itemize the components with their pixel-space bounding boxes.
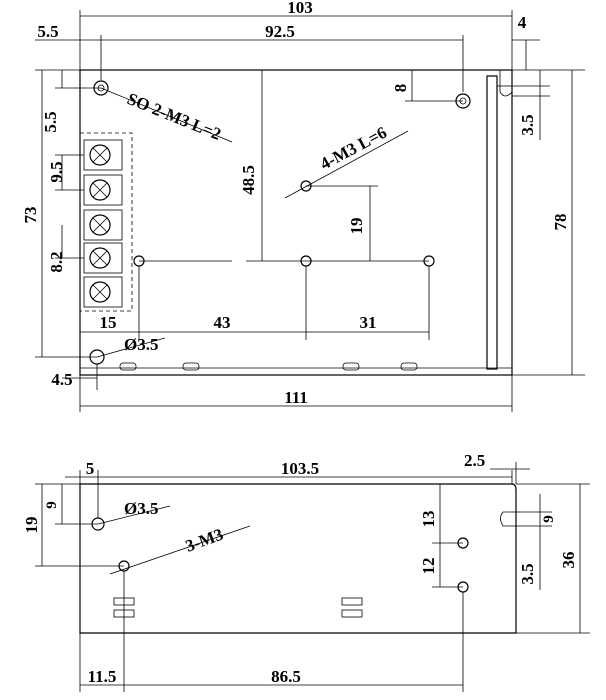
label-3m3: 3-M3 <box>183 525 226 556</box>
bottom-slot-3 <box>342 362 360 371</box>
bottom-slot-1 <box>119 362 137 371</box>
dim-15: 15 <box>100 313 117 332</box>
side-view: 5 103.5 2.5 19 9 Ø3.5 3-M3 13 12 <box>22 451 590 692</box>
dim-78: 78 <box>551 214 570 231</box>
terminal-block <box>79 132 133 312</box>
dim-3-5-side: 3.5 <box>518 563 537 584</box>
vent-slot <box>341 609 363 618</box>
dim-5: 5 <box>86 459 95 478</box>
side-plate-outline <box>79 483 517 634</box>
terminal-screw-icon <box>83 174 123 206</box>
vent-slot <box>341 597 363 606</box>
terminal-screw-icon <box>83 276 123 308</box>
right-flange <box>486 75 498 370</box>
leader-4m3 <box>284 130 409 199</box>
dim-4-5: 4.5 <box>51 370 72 389</box>
label-4m3: 4-M3 L=6 <box>317 123 390 174</box>
dim-4: 4 <box>518 13 527 32</box>
bottom-slot-2 <box>182 362 200 371</box>
dim-5-5-left: 5.5 <box>37 22 58 41</box>
bottom-slot-4 <box>400 362 418 371</box>
dim-8-2: 8.2 <box>47 251 66 272</box>
dim-11-5: 11.5 <box>88 667 117 686</box>
dim-103: 103 <box>287 0 313 17</box>
dim-111: 111 <box>284 388 308 407</box>
dim-43: 43 <box>214 313 231 332</box>
terminal-screw-icon <box>83 242 123 274</box>
dim-19-side: 19 <box>22 517 41 534</box>
dim-36: 36 <box>559 552 578 569</box>
side-slot <box>500 511 516 527</box>
label-so-screw: SO 2-M3 L=2 <box>125 89 224 144</box>
dim-8: 8 <box>391 84 410 93</box>
dim-48-5: 48.5 <box>239 165 258 195</box>
slot-top-right <box>499 70 513 97</box>
dim-9-right: 9 <box>541 515 557 523</box>
dim-9-5: 9.5 <box>47 161 66 182</box>
dim-hole-dia-top: Ø3.5 <box>124 335 158 354</box>
dim-92-5: 92.5 <box>265 22 295 41</box>
leader-3m3 <box>109 525 251 575</box>
dim-12: 12 <box>419 558 438 575</box>
dim-hole-dia-side: Ø3.5 <box>124 499 158 518</box>
dim-3-5-slot: 3.5 <box>518 114 537 135</box>
dim-103-5: 103.5 <box>281 459 319 478</box>
terminal-screw-icon <box>83 209 123 241</box>
top-view: 103 92.5 5.5 4 8 3.5 5.5 9.5 <box>21 0 585 412</box>
leader-so-screw <box>100 87 233 143</box>
dim-9-left: 9 <box>44 501 60 509</box>
dim-2-5: 2.5 <box>464 451 485 470</box>
dim-19-top: 19 <box>347 218 366 235</box>
dim-31: 31 <box>360 313 377 332</box>
terminal-screws <box>83 139 123 308</box>
top-plate-outline <box>79 69 513 376</box>
dim-13: 13 <box>419 511 438 528</box>
dim-86-5: 86.5 <box>271 667 301 686</box>
terminal-screw-icon <box>83 139 123 171</box>
dim-73: 73 <box>21 207 40 224</box>
dim-5-5-vertical: 5.5 <box>41 111 60 132</box>
